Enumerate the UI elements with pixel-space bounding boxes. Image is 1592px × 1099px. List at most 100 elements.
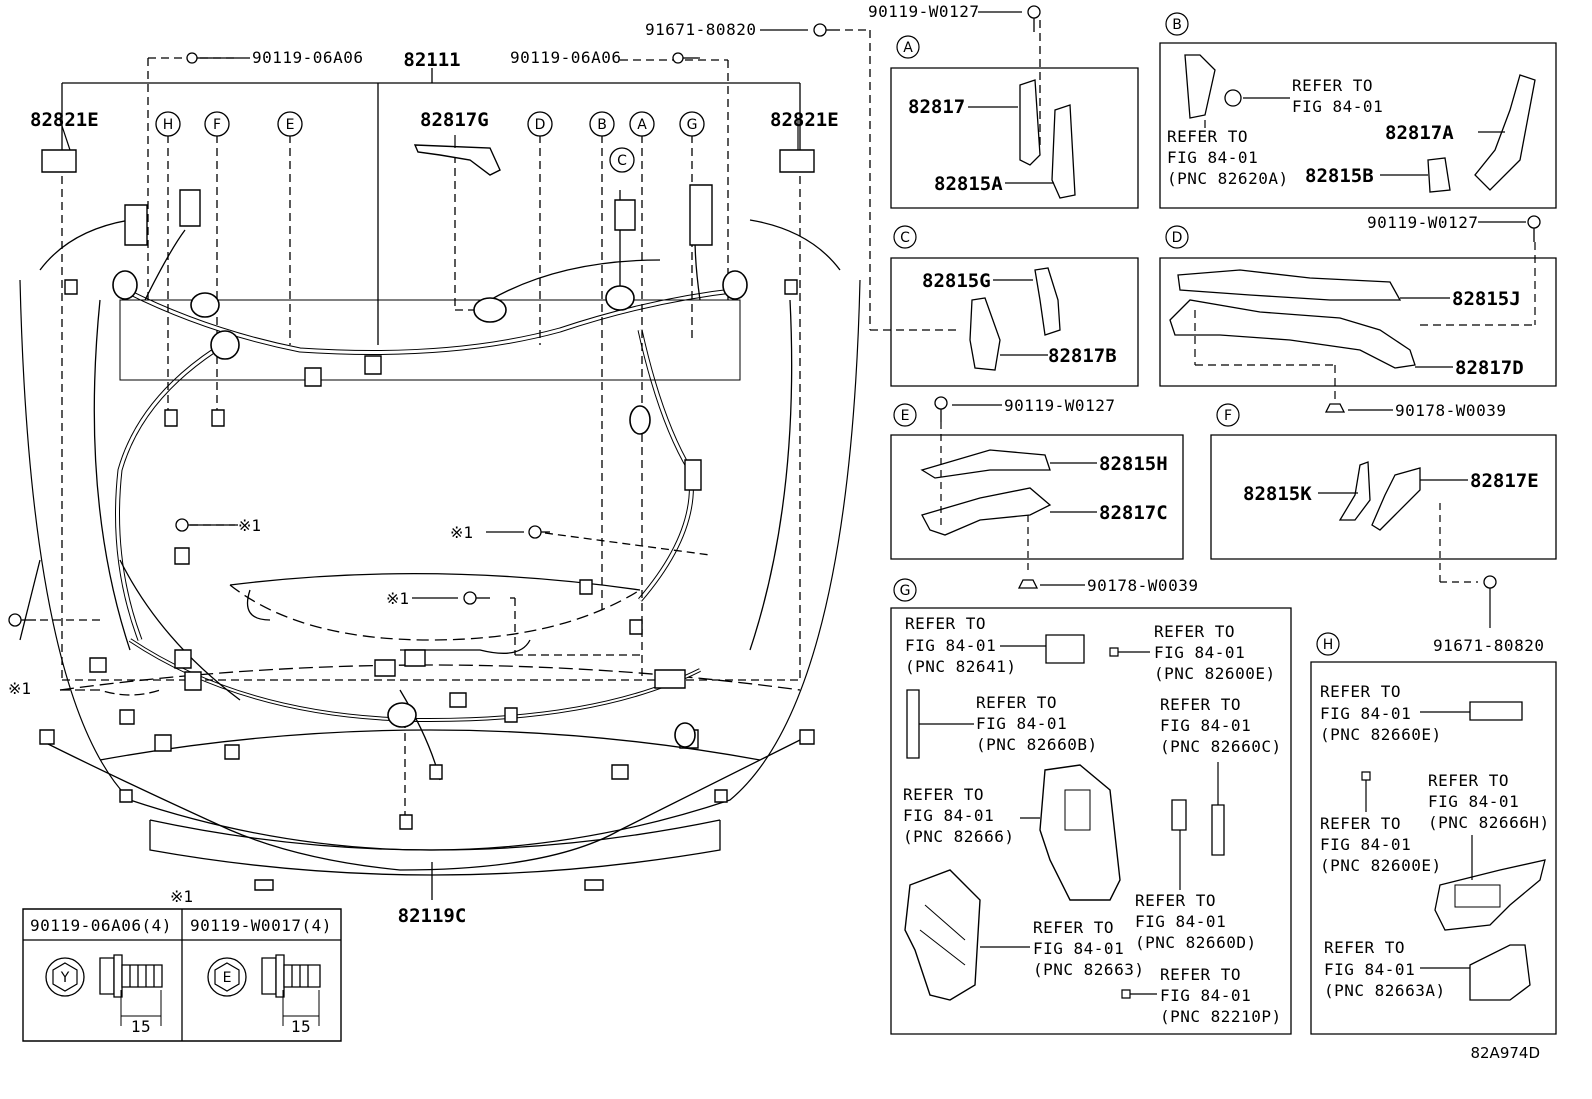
box-b-refer1-l2: FIG 84-01 bbox=[1292, 97, 1383, 116]
svg-text:FIG 84-01: FIG 84-01 bbox=[1033, 939, 1124, 958]
box-b-refer2-l3: (PNC 82620A) bbox=[1167, 169, 1289, 188]
box-b-refer2-l1: REFER TO bbox=[1167, 127, 1248, 146]
svg-text:FIG 84-01: FIG 84-01 bbox=[1160, 716, 1251, 735]
marker-e: E bbox=[286, 117, 295, 133]
box-e: E 90119-W0127 82815H 82817C 90178-W0039 bbox=[891, 396, 1198, 595]
marker-f: F bbox=[213, 117, 221, 133]
box-e-bolt: 90119-W0127 bbox=[1004, 396, 1115, 415]
marker-e-circle bbox=[278, 112, 302, 136]
table-col2: 90119-W0017(4) bbox=[190, 916, 332, 935]
table-col1: 90119-06A06(4) bbox=[30, 916, 172, 935]
svg-text:FIG 84-01: FIG 84-01 bbox=[1324, 960, 1415, 979]
marker-d-circle bbox=[528, 112, 552, 136]
box-e-part2: 82817C bbox=[1099, 502, 1168, 524]
box-b-part1: 82817A bbox=[1385, 122, 1454, 144]
svg-text:(PNC 82600E): (PNC 82600E) bbox=[1320, 856, 1442, 875]
box-a: A 82817 82815A bbox=[891, 36, 1138, 208]
box-g-ref-7: REFER TO FIG 84-01 (PNC 82663) bbox=[1033, 918, 1144, 979]
ref-mark-4: ※1 bbox=[8, 679, 31, 698]
box-g-ref-8: REFER TO FIG 84-01 (PNC 82210P) bbox=[1160, 965, 1282, 1026]
box-b-letter: B bbox=[1172, 17, 1182, 33]
marker-f-circle bbox=[205, 112, 229, 136]
marker-d: D bbox=[535, 117, 546, 133]
svg-text:(PNC 82600E): (PNC 82600E) bbox=[1154, 664, 1276, 683]
ref-mark-2: ※1 bbox=[450, 523, 473, 542]
marker-b: B bbox=[597, 117, 607, 133]
box-f-letter: F bbox=[1224, 408, 1232, 424]
svg-text:REFER TO: REFER TO bbox=[1135, 891, 1216, 910]
svg-text:(PNC 82666H): (PNC 82666H) bbox=[1428, 813, 1550, 832]
svg-text:REFER TO: REFER TO bbox=[1033, 918, 1114, 937]
box-g-ref-6: REFER TO FIG 84-01 (PNC 82660D) bbox=[1135, 891, 1257, 952]
box-b-bolt: 90119-W0127 bbox=[1367, 213, 1478, 232]
svg-text:(PNC 82210P): (PNC 82210P) bbox=[1160, 1007, 1282, 1026]
svg-text:REFER TO: REFER TO bbox=[905, 614, 986, 633]
section-markers bbox=[156, 112, 704, 172]
marker-c-circle bbox=[610, 148, 634, 172]
marker-h: H bbox=[163, 117, 174, 133]
table-sym1: Y bbox=[60, 970, 70, 986]
box-d-part2: 82817D bbox=[1455, 357, 1524, 379]
clip-top-label: 91671-80820 bbox=[645, 20, 756, 39]
svg-text:(PNC 82660D): (PNC 82660D) bbox=[1135, 933, 1257, 952]
flange-bolt-icon bbox=[262, 955, 320, 997]
table-mark: ※1 bbox=[170, 887, 193, 906]
svg-text:REFER TO: REFER TO bbox=[1160, 965, 1241, 984]
box-b-refer2-l2: FIG 84-01 bbox=[1167, 148, 1258, 167]
bolt-top-left-label: 90119-06A06 bbox=[252, 48, 363, 67]
box-f-part1: 82815K bbox=[1243, 483, 1312, 505]
svg-text:(PNC 82660E): (PNC 82660E) bbox=[1320, 725, 1442, 744]
svg-text:FIG 84-01: FIG 84-01 bbox=[903, 806, 994, 825]
box-h-ref-3: REFER TO FIG 84-01 (PNC 82600E) bbox=[1320, 814, 1442, 875]
table-dim2: 15 bbox=[291, 1017, 311, 1036]
svg-text:(PNC 82660B): (PNC 82660B) bbox=[976, 735, 1098, 754]
svg-text:FIG 84-01: FIG 84-01 bbox=[1154, 643, 1245, 662]
ref-mark-3: ※1 bbox=[386, 589, 409, 608]
box-h-letter: H bbox=[1323, 637, 1334, 653]
table-sym2: E bbox=[223, 970, 232, 986]
box-f: F 82815K 82817E 91671-80820 bbox=[1211, 404, 1556, 655]
box-g-ref-1: REFER TO FIG 84-01 (PNC 82641) bbox=[905, 614, 1016, 676]
svg-text:FIG 84-01: FIG 84-01 bbox=[976, 714, 1067, 733]
box-g-letter: G bbox=[900, 583, 911, 599]
sheet-id: 82A974D bbox=[1470, 1044, 1540, 1062]
table-dim1: 15 bbox=[131, 1017, 151, 1036]
box-d-clip: 90178-W0039 bbox=[1395, 401, 1506, 420]
bracket-82817g-shape bbox=[415, 145, 500, 175]
bolt-icon bbox=[9, 6, 1040, 626]
marker-g-circle bbox=[680, 112, 704, 136]
harness-bottom-label: 82119C bbox=[398, 905, 467, 927]
marker-g: G bbox=[687, 117, 698, 133]
box-d: D 82815J 82817D 90178-W0039 bbox=[1160, 226, 1556, 420]
box-c-part1: 82815G bbox=[922, 270, 991, 292]
box-g-ref-2: REFER TO FIG 84-01 (PNC 82600E) bbox=[1154, 622, 1276, 683]
svg-text:REFER TO: REFER TO bbox=[1320, 814, 1401, 833]
svg-text:(PNC 82663): (PNC 82663) bbox=[1033, 960, 1144, 979]
box-c-letter: C bbox=[900, 230, 910, 246]
svg-text:FIG 84-01: FIG 84-01 bbox=[1160, 986, 1251, 1005]
bolt-table: ※1 90119-06A06(4) 90119-W0017(4) Y 15 E bbox=[23, 887, 341, 1041]
svg-text:REFER TO: REFER TO bbox=[1160, 695, 1241, 714]
svg-text:FIG 84-01: FIG 84-01 bbox=[905, 636, 996, 655]
flange-bolt-icon bbox=[100, 955, 162, 997]
box-g-ref-3: REFER TO FIG 84-01 (PNC 82660B) bbox=[976, 693, 1098, 754]
box-g-ref-5: REFER TO FIG 84-01 (PNC 82666) bbox=[903, 785, 1014, 846]
svg-text:REFER TO: REFER TO bbox=[976, 693, 1057, 712]
svg-text:FIG 84-01: FIG 84-01 bbox=[1428, 792, 1519, 811]
svg-text:(PNC 82660C): (PNC 82660C) bbox=[1160, 737, 1282, 756]
marker-c: C bbox=[617, 153, 627, 169]
marker-b-circle bbox=[590, 112, 614, 136]
box-f-clip: 91671-80820 bbox=[1433, 636, 1544, 655]
svg-text:FIG 84-01: FIG 84-01 bbox=[1135, 912, 1226, 931]
svg-text:REFER TO: REFER TO bbox=[1324, 938, 1405, 957]
marker-h-circle bbox=[156, 112, 180, 136]
svg-text:(PNC 82663A): (PNC 82663A) bbox=[1324, 981, 1446, 1000]
box-b-refer1-l1: REFER TO bbox=[1292, 76, 1373, 95]
harness-connectors bbox=[40, 150, 814, 890]
box-a-part2: 82815A bbox=[934, 173, 1003, 195]
marker-a-circle bbox=[630, 112, 654, 136]
box-g-ref-4: REFER TO FIG 84-01 (PNC 82660C) bbox=[1160, 695, 1282, 756]
left-clip-label: 82821E bbox=[30, 109, 99, 131]
svg-text:REFER TO: REFER TO bbox=[903, 785, 984, 804]
